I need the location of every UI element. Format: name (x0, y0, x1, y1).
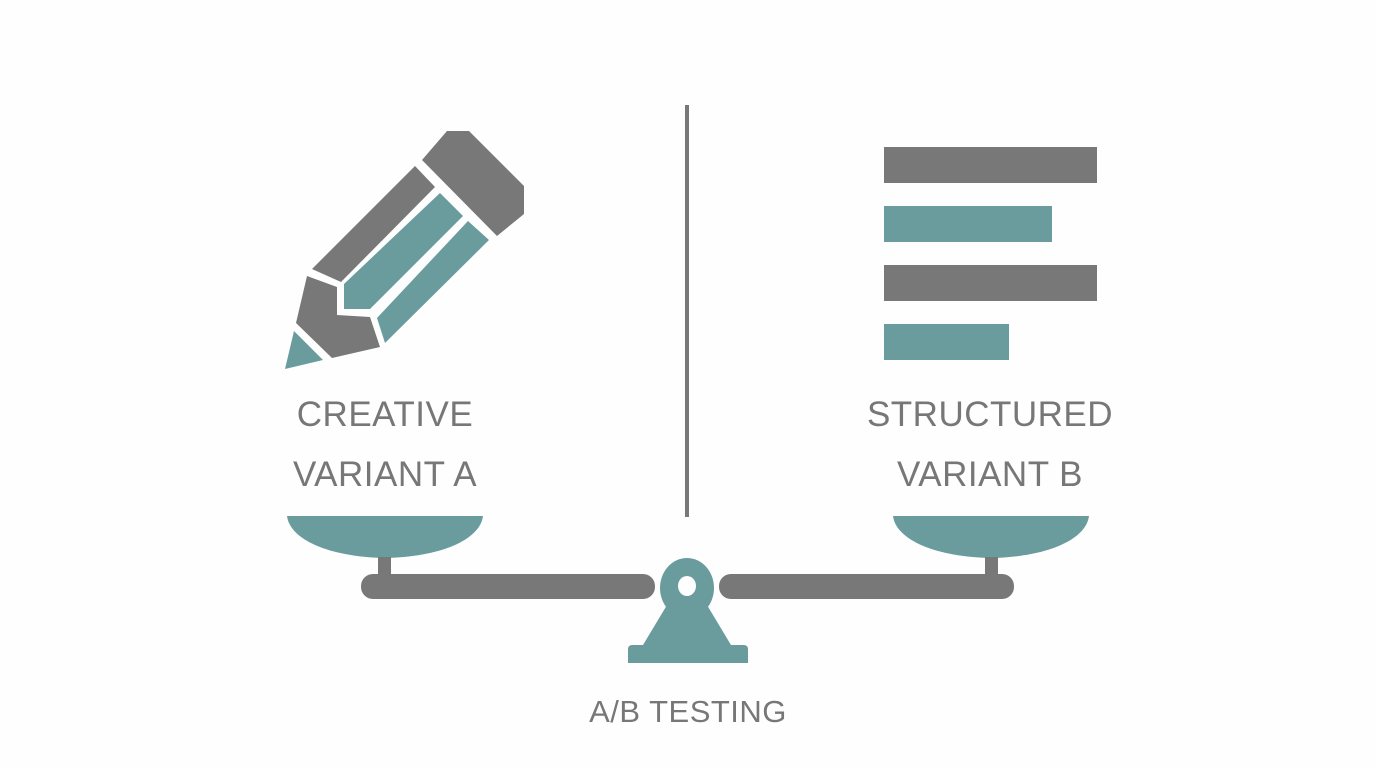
variant-b-line1: STRUCTURED (866, 395, 1114, 434)
pencil-body-stripe (312, 166, 435, 282)
text-line-bar-4 (884, 324, 1009, 360)
variant-a-line2: VARIANT A (292, 455, 478, 494)
right-pan-stem (985, 557, 998, 577)
scale-beam-left (361, 574, 655, 599)
left-pan-stem (378, 557, 391, 577)
variant-b-line2: VARIANT B (896, 455, 1084, 494)
pencil-collar (296, 276, 380, 358)
pencil-tip (285, 331, 323, 369)
pencil-eraser (422, 131, 524, 236)
variant-a-line1: CREATIVE (296, 395, 474, 434)
pencil-icon (285, 131, 524, 369)
text-line-bar-1 (884, 147, 1097, 183)
text-line-bar-3 (884, 265, 1097, 301)
ab-testing-caption: A/B TESTING (589, 694, 787, 729)
right-scale-pan (893, 516, 1089, 558)
balance-scale-icon (287, 516, 1089, 663)
pencil-teal-stripe-2 (377, 221, 489, 343)
variant-a-label: CREATIVE VARIANT A (270, 397, 500, 517)
pencil-teal-stripe-1 (344, 193, 463, 309)
text-lines-icon (884, 147, 1097, 360)
scale-beam-right (719, 574, 1014, 599)
left-scale-pan (287, 516, 483, 558)
text-line-bar-2 (884, 206, 1052, 242)
variant-b-label: STRUCTURED VARIANT B (860, 397, 1120, 517)
center-divider (685, 105, 689, 517)
pivot-hole (678, 576, 696, 596)
